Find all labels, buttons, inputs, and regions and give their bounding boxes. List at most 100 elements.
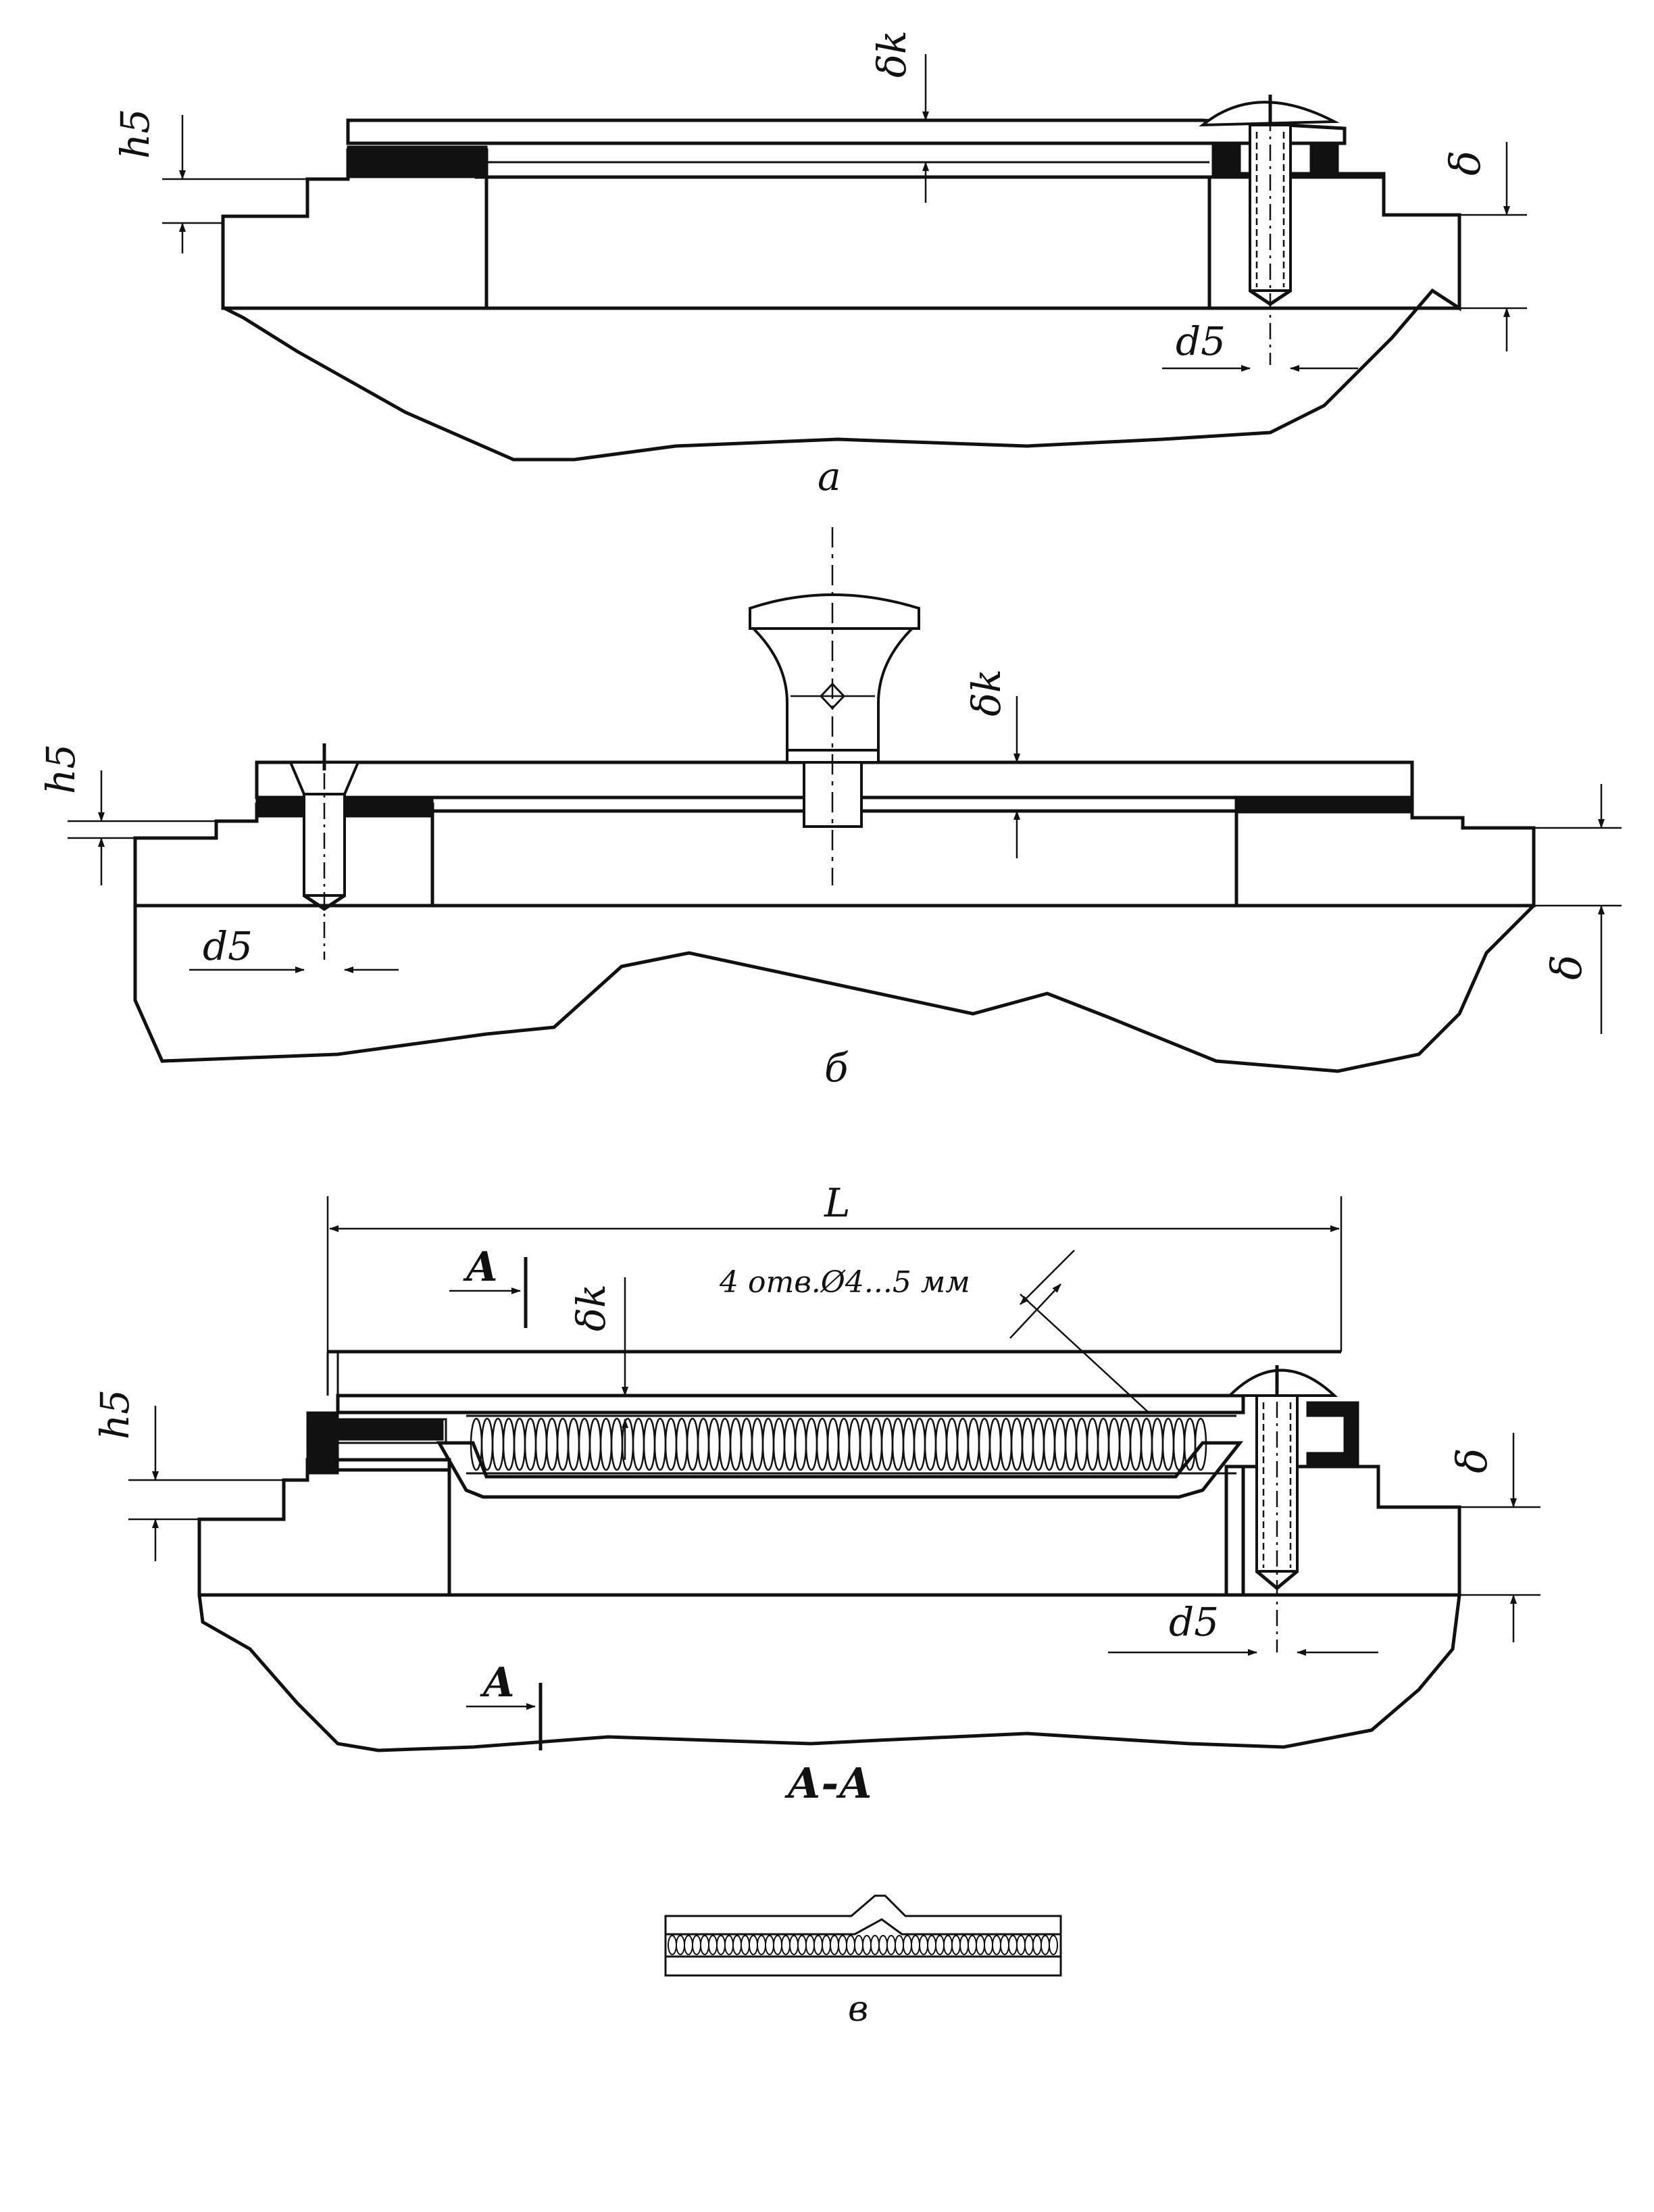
detail-coil-turn (854, 1935, 863, 1955)
spring-coil-turn (913, 1417, 926, 1471)
inner-plate-v (336, 1418, 447, 1444)
detail-coil-layer (668, 1935, 1058, 1955)
spring-coil-turn (1010, 1417, 1024, 1471)
spring-coil-turn (545, 1417, 559, 1471)
spring-coil-turn (978, 1417, 991, 1471)
spring-coil-turn (783, 1417, 797, 1471)
spring-coil-turn (578, 1417, 591, 1471)
detail-coil-turn (1008, 1935, 1018, 1955)
spring-coil-turn (1021, 1417, 1034, 1471)
detail-coil-turn (862, 1935, 872, 1955)
label-delta-v: δ (1447, 1448, 1497, 1473)
detail-coil-turn (919, 1935, 928, 1955)
spring-coil-turn (772, 1417, 786, 1471)
spring-coil-v (470, 1417, 1207, 1471)
detail-coil-turn (976, 1935, 985, 1955)
dim-delta-k-a: δk (869, 30, 929, 203)
spring-coil-turn (1043, 1417, 1056, 1471)
dim-h5-a: h5 (112, 109, 307, 253)
detail-coil-turn (968, 1935, 977, 1955)
detail-coil-turn (943, 1935, 953, 1955)
spring-coil-turn (924, 1417, 937, 1471)
gasket-right2-a (1309, 142, 1339, 177)
label-delta-b: δ (1542, 955, 1591, 980)
label-d5-v: d5 (1169, 1599, 1219, 1645)
spring-coil-turn (621, 1417, 634, 1471)
detail-coil-turn (1041, 1935, 1050, 1955)
gasket-right-v (1306, 1401, 1359, 1468)
detail-coil-turn (878, 1935, 888, 1955)
spring-coil-turn (664, 1417, 678, 1471)
screw-a (1199, 95, 1340, 365)
spring-coil-turn (988, 1417, 1002, 1471)
detail-coil-turn (903, 1935, 912, 1955)
spring-coil-turn (902, 1417, 916, 1471)
spring-coil-turn (740, 1417, 753, 1471)
spring-coil-turn (1097, 1417, 1110, 1471)
spring-coil-turn (826, 1417, 840, 1471)
figure-b: h5 δk δ d5 б (38, 527, 1622, 1091)
detail-coil-turn (992, 1935, 1001, 1955)
spring-coil-turn (491, 1417, 505, 1471)
spring-coil-turn (999, 1417, 1013, 1471)
spring-coil-turn (848, 1417, 861, 1471)
dim-delta-k-b: δk (963, 669, 1020, 858)
detail-coil-turn (959, 1935, 969, 1955)
label-d5-a: d5 (1176, 318, 1226, 364)
detail-coil-turn (911, 1935, 920, 1955)
spring-coil-turn (1118, 1417, 1132, 1471)
spring-coil-turn (524, 1417, 537, 1471)
spring-coil-turn (880, 1417, 894, 1471)
detail-coil-turn (886, 1935, 896, 1955)
gasket-left-a (347, 145, 488, 178)
detail-coil-turn (749, 1935, 758, 1955)
detail-top-layer (664, 1894, 1062, 1936)
knob-b (749, 527, 920, 885)
detail-coil-turn (757, 1935, 766, 1955)
spring-coil-turn (1075, 1417, 1088, 1471)
detail-coil-turn (805, 1935, 815, 1955)
gasket-right-b (1235, 796, 1413, 814)
spring-coil-turn (729, 1417, 743, 1471)
gasket-left-v (306, 1411, 444, 1475)
spring-coil-turn (1183, 1417, 1197, 1471)
spring-coil-turn (1194, 1417, 1207, 1471)
spring-coil-turn (675, 1417, 688, 1471)
label-h5-v: h5 (92, 1390, 138, 1440)
dim-delta-a: δ (1440, 142, 1527, 351)
detail-coil-turn (895, 1935, 904, 1955)
detail-coil-turn (773, 1935, 782, 1955)
dim-delta-v: δ (1447, 1433, 1540, 1642)
spring-coil-turn (870, 1417, 883, 1471)
label-delta-k-a: δk (869, 30, 915, 78)
spring-coil-turn (588, 1417, 602, 1471)
detail-coil-turn (676, 1935, 685, 1955)
detail-coil-turn (846, 1935, 855, 1955)
spring-coil-turn (707, 1417, 721, 1471)
detail-coil-turn (1049, 1935, 1058, 1955)
dim-delta-b: δ (1534, 784, 1622, 1034)
detail-bottom-layer (664, 1955, 1062, 1977)
detail-coil-turn (1024, 1935, 1034, 1955)
dim-h5-v: h5 (92, 1390, 284, 1561)
detail-coil-turn (781, 1935, 791, 1955)
spring-coil-turn (934, 1417, 948, 1471)
spring-coil-turn (556, 1417, 570, 1471)
spring-coil-turn (480, 1417, 494, 1471)
detail-coil-turn (984, 1935, 993, 1955)
gasket-right-a (1211, 144, 1241, 177)
spring-coil-turn (599, 1417, 613, 1471)
spring-coil-turn (1032, 1417, 1045, 1471)
spring-coil-turn (761, 1417, 775, 1471)
spring-coil-turn (794, 1417, 807, 1471)
figure-a: h5 δk δ d5 а (112, 30, 1527, 499)
detail-coil-turn (684, 1935, 693, 1955)
spring-coil-turn (718, 1417, 732, 1471)
label-delta-a: δ (1440, 151, 1490, 176)
label-h5-a: h5 (112, 109, 158, 159)
detail-coil-turn (870, 1935, 880, 1955)
detail-coil-turn (716, 1935, 726, 1955)
detail-coil-turn (1032, 1935, 1042, 1955)
spring-coil-turn (610, 1417, 624, 1471)
